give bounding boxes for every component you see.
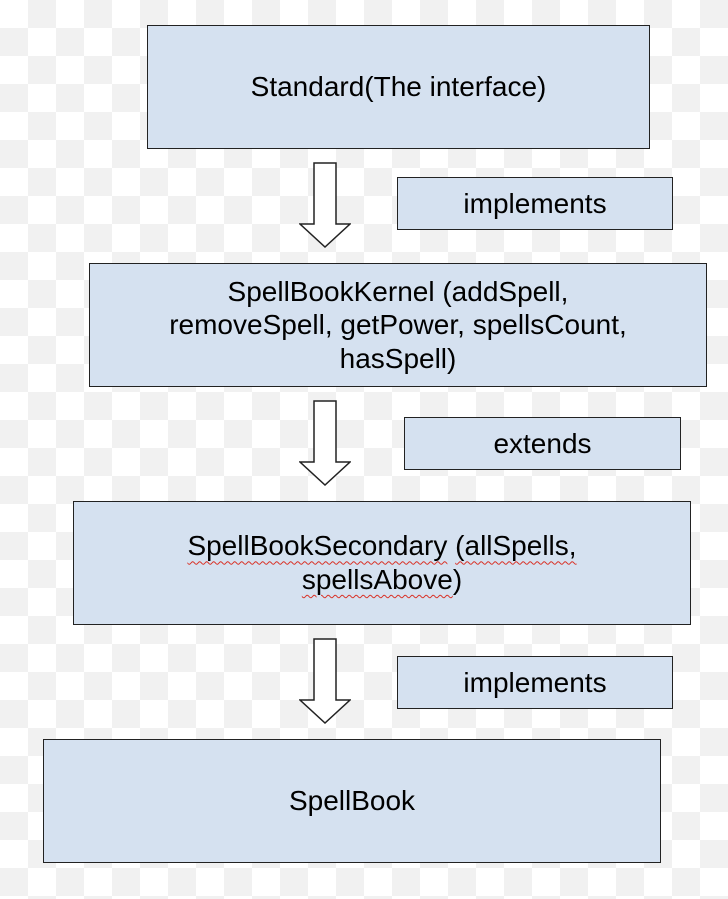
implements-label-box: implements — [397, 656, 673, 709]
spellbook-secondary-box: SpellBookSecondary (allSpells, spellsAbo… — [73, 501, 691, 625]
spellbook-secondary-text: SpellBookSecondary (allSpells, spellsAbo… — [187, 529, 576, 596]
spellbook-kernel-line2: removeSpell, getPower, spellsCount, — [169, 309, 627, 341]
spellbook-secondary-name: SpellBookSecondary — [187, 530, 448, 562]
extends-label: extends — [493, 427, 592, 459]
standard-interface-label: Standard(The interface) — [250, 71, 547, 103]
spellbook-secondary-line2: spellsAbove) — [187, 563, 576, 597]
implements-label-box: implements — [397, 177, 673, 230]
spellbook-label: SpellBook — [288, 785, 416, 817]
spellbook-kernel-box: SpellBookKernel (addSpell, removeSpell, … — [89, 263, 707, 387]
spellbook-secondary-line1: SpellBookSecondary (allSpells, — [187, 529, 576, 563]
down-arrow-icon — [299, 400, 351, 486]
spellbook-box: SpellBook — [43, 739, 661, 863]
extends-label-box: extends — [404, 417, 681, 470]
down-arrow-icon — [299, 638, 351, 724]
standard-interface-box: Standard(The interface) — [147, 25, 650, 149]
implements-label: implements — [463, 666, 607, 698]
spellbook-kernel-text: SpellBookKernel (addSpell, removeSpell, … — [169, 275, 627, 376]
spellbook-secondary-open: (allSpells, — [455, 530, 576, 561]
spells-above-method: spellsAbove — [301, 564, 453, 595]
spellbook-kernel-line3: hasSpell) — [339, 342, 457, 374]
all-spells-method: (allSpells, — [455, 530, 577, 562]
implements-label: implements — [463, 187, 607, 219]
spellbook-secondary-close: ) — [452, 564, 463, 595]
spellbook-kernel-line1: SpellBookKernel (addSpell, — [227, 275, 569, 307]
down-arrow-icon — [299, 162, 351, 248]
